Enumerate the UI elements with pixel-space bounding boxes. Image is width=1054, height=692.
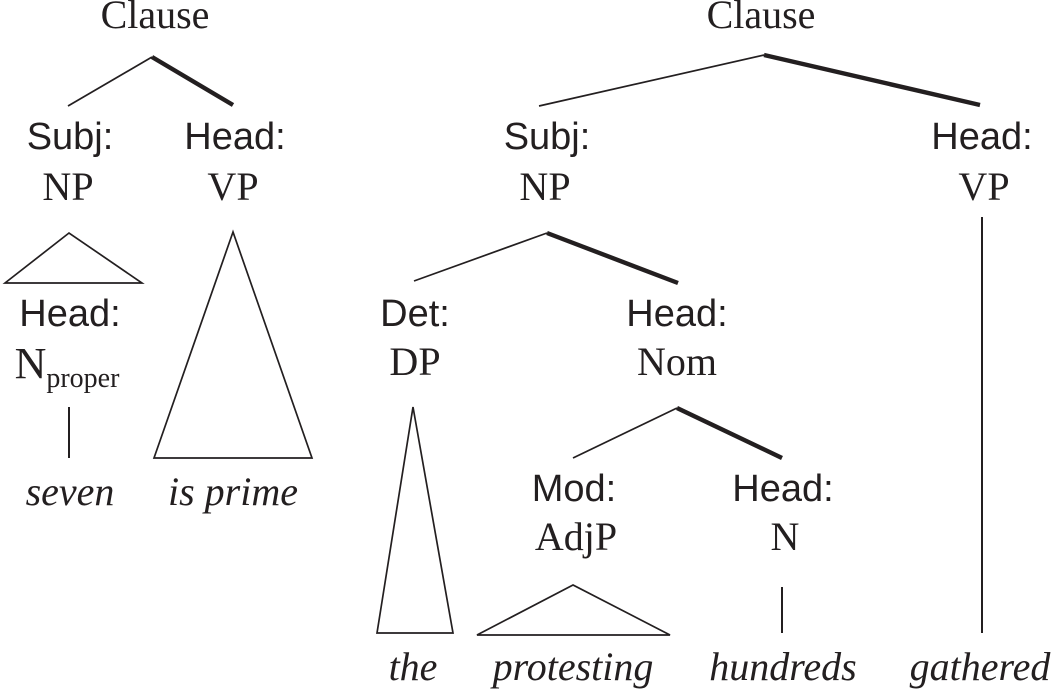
left-vp-triangle — [152, 229, 314, 459]
right-word-gathered: gathered — [909, 644, 1051, 689]
right-nom-to-head-branch — [676, 406, 783, 460]
right-det-function: Det: — [380, 293, 450, 335]
left-subj-category: NP — [42, 164, 94, 209]
right-nom-function: Head: — [626, 293, 728, 335]
right-n-function: Head: — [732, 468, 834, 510]
right-dp-triangle — [376, 406, 455, 634]
right-clause-to-subj-branch — [538, 54, 765, 107]
left-word-seven: seven — [25, 469, 115, 514]
n-base: N — [14, 339, 47, 388]
right-mod-category: AdjP — [534, 514, 618, 559]
left-head-function: Head: — [184, 116, 286, 158]
right-clause-to-head-branch — [763, 52, 981, 108]
right-n-category: N — [770, 514, 800, 559]
left-word-is-prime: is prime — [168, 469, 298, 514]
right-mod-function: Mod: — [531, 468, 617, 510]
right-clause-label: Clause — [706, 0, 816, 37]
left-head-category: VP — [207, 164, 259, 209]
left-np-triangle — [2, 231, 145, 284]
left-clause-to-head-branch — [150, 55, 235, 107]
right-head-function: Head: — [931, 116, 1033, 158]
left-subj-function: Subj: — [26, 116, 114, 158]
right-np-to-nom-branch — [546, 230, 679, 286]
right-subj-category: NP — [519, 164, 571, 209]
left-np-head-function: Head: — [19, 293, 121, 335]
right-subj-function: Subj: — [503, 116, 591, 158]
right-word-protesting: protesting — [492, 644, 654, 689]
left-np-head-category: Nproper — [15, 342, 120, 393]
right-np-to-det-branch — [413, 232, 548, 282]
n-subscript: proper — [46, 363, 120, 394]
right-adjp-triangle — [476, 584, 671, 636]
right-word-hundreds: hundreds — [709, 644, 857, 689]
left-clause-label: Clause — [100, 0, 210, 37]
right-nom-to-mod-branch — [572, 407, 678, 459]
right-nom-category: Nom — [637, 339, 717, 384]
right-head-category: VP — [958, 164, 1010, 209]
left-clause-to-subj-branch — [67, 56, 153, 107]
right-word-the: the — [388, 644, 438, 689]
right-det-category: DP — [389, 339, 441, 384]
